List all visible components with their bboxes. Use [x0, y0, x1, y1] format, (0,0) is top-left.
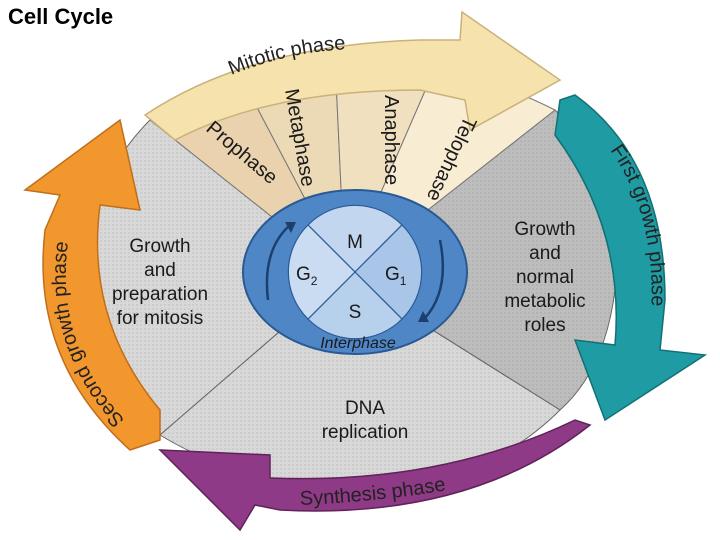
left-sector-line: and: [144, 260, 176, 281]
left-sector-line: for mitosis: [117, 308, 204, 329]
hub-quadrant-s: [307, 271, 403, 340]
hub-quadrant-m: [307, 204, 403, 273]
interphase-label: Interphase: [320, 335, 396, 352]
left-sector-text: Growth and preparation for mitosis: [112, 236, 208, 329]
hub-arrow-right: [424, 239, 445, 319]
right-sector-line: and: [529, 243, 561, 264]
left-sector-line: Growth: [129, 236, 190, 257]
anaphase-label: Anaphase: [380, 95, 402, 185]
right-sector-text: Growth and normal metabolic roles: [504, 219, 585, 336]
right-sector-line: roles: [524, 315, 565, 336]
right-sector-line: normal: [516, 267, 574, 288]
left-sector-line: preparation: [112, 284, 208, 305]
bottom-sector-line: DNA: [345, 398, 385, 419]
hub-quadrant-g1: [354, 224, 423, 320]
bottom-sector-text: DNA replication: [322, 398, 409, 443]
slide-title: Cell Cycle: [8, 4, 114, 29]
interphase-hub: M G2 G1 S Interphase: [242, 189, 468, 355]
right-sector-line: metabolic: [504, 291, 585, 312]
bottom-sector-line: replication: [322, 422, 409, 443]
hub-label-m: M: [347, 232, 363, 253]
hub-arrowhead-left: [285, 222, 296, 233]
right-sector-line: Growth: [514, 219, 575, 240]
hub-label-s: S: [349, 302, 362, 323]
hub-label-g1: G1: [385, 264, 407, 288]
hub-arrow-left: [265, 224, 291, 301]
hub-label-g2: G2: [296, 264, 318, 288]
hub-quadrant-g2: [287, 224, 356, 320]
hub-arrowhead-right: [418, 311, 429, 322]
